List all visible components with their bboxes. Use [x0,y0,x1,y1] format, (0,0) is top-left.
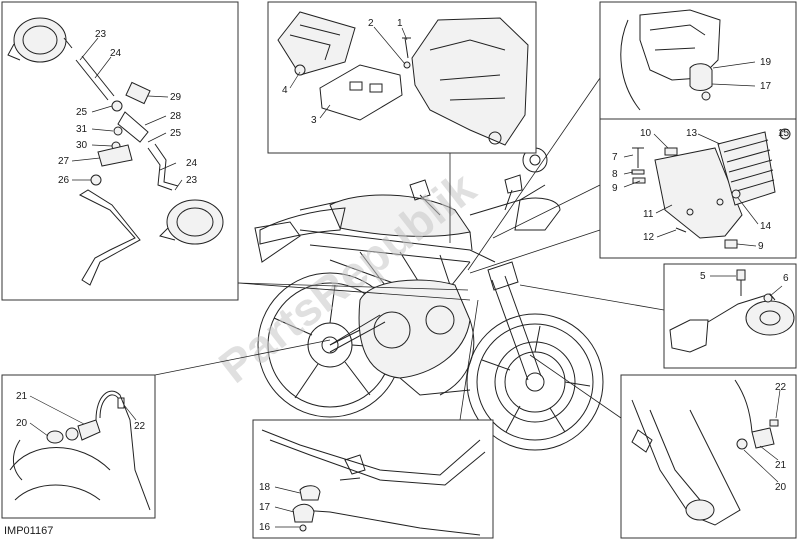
callout-16: 16 [259,522,271,533]
callout-26: 26 [58,175,70,186]
motorcycle-illustration [254,147,604,451]
panel-top-left: 23 24 29 25 28 31 25 30 27 24 26 23 [1,1,239,301]
callout-29: 29 [170,92,182,103]
callout-27: 27 [58,156,70,167]
callout-19: 19 [760,57,772,68]
callout-18: 18 [259,482,271,493]
callout-1: 1 [397,18,403,29]
panel-top-center: 2 1 4 3 [267,1,537,154]
callout-9: 9 [612,183,618,194]
pointer-lines [154,77,665,421]
callout-25b: 25 [170,128,182,139]
callout-10: 10 [640,128,652,139]
callout-2: 2 [368,18,374,29]
callout-9b: 9 [758,241,764,252]
callout-7: 7 [612,152,618,163]
callout-6: 6 [783,273,789,284]
callout-31: 31 [76,124,88,135]
panel-right-middle: 10 13 15 7 8 9 11 14 12 9 [599,118,797,259]
panel-bottom-left: 21 20 22 [1,374,156,519]
callout-20: 20 [16,418,28,429]
panel-top-right: 19 17 [599,1,797,120]
callout-22: 22 [134,421,146,432]
callout-22b: 22 [775,382,787,393]
panel-bottom-right: 22 21 20 [620,374,797,539]
callout-15: 15 [778,128,790,139]
callout-23: 23 [95,29,107,40]
panel-bottom-center: 18 17 16 [252,419,494,539]
callout-12: 12 [643,232,655,243]
callout-14: 14 [760,221,772,232]
callout-17: 17 [760,81,772,92]
callout-25: 25 [76,107,88,118]
callout-11: 11 [643,209,654,220]
callout-3: 3 [311,115,317,126]
callout-24: 24 [110,48,122,59]
callout-23b: 23 [186,175,198,186]
callout-4: 4 [282,85,288,96]
callout-13: 13 [686,128,698,139]
callout-17b: 17 [259,502,271,513]
drawing-code: IMP01167 [4,525,53,537]
callout-21b: 21 [775,460,787,471]
callout-5: 5 [700,271,706,282]
callout-8: 8 [612,169,618,180]
callout-30: 30 [76,140,88,151]
callout-20b: 20 [775,482,787,493]
callout-28: 28 [170,111,182,122]
callout-21: 21 [16,391,28,402]
callout-24b: 24 [186,158,198,169]
panel-right-horn: 5 6 [663,263,797,369]
